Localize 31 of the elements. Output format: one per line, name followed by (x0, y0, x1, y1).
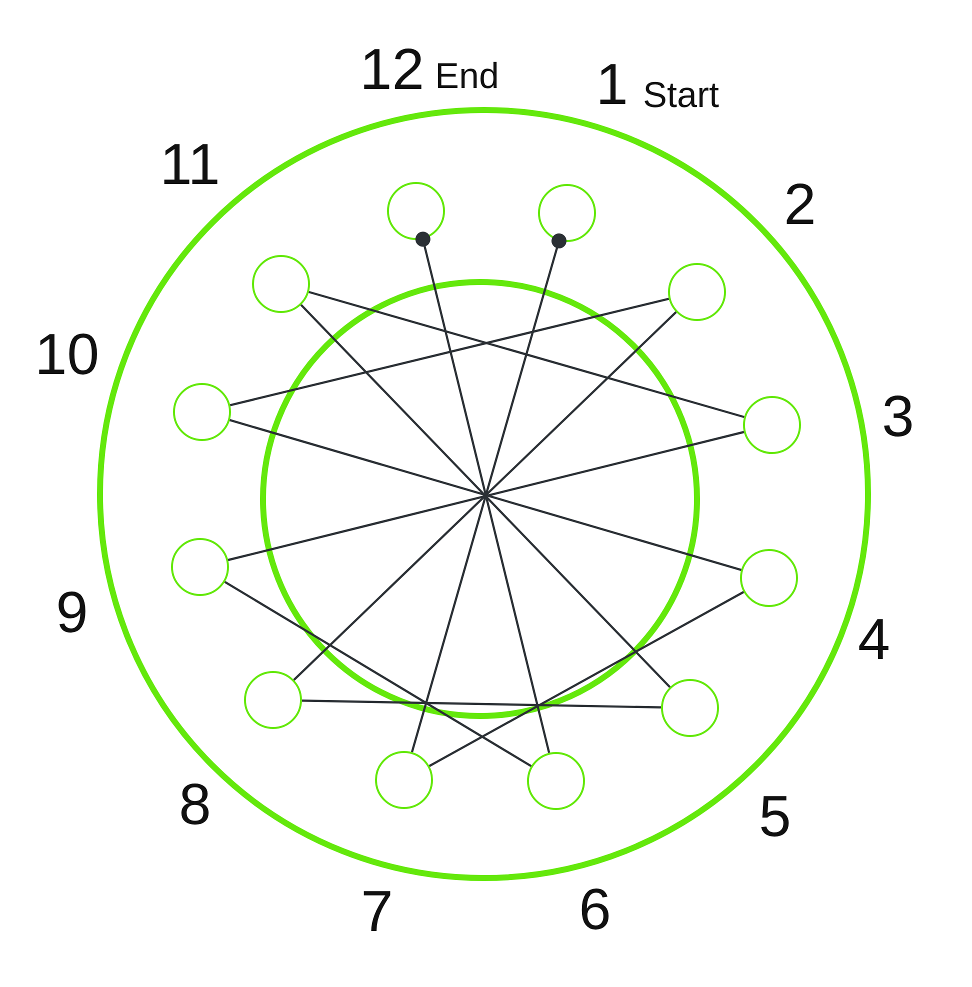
point-circle (740, 549, 798, 607)
connector-line (428, 591, 744, 767)
point-circle (661, 679, 719, 737)
point-circle (173, 383, 231, 441)
point-circle (527, 752, 585, 810)
clock-number: 4 (858, 611, 890, 669)
clock-number: 11 (160, 136, 220, 194)
clock-number: 2 (784, 176, 816, 234)
clock-number: 5 (758, 788, 792, 846)
connector-line (230, 298, 670, 406)
connector-line (302, 700, 662, 708)
point-circle (171, 538, 229, 596)
clock-number: 12 (360, 41, 424, 99)
clock-number: 8 (178, 776, 212, 834)
point-circle (668, 263, 726, 321)
point-circle (244, 671, 302, 729)
clock-number: 6 (578, 881, 612, 939)
end-label: End (434, 58, 500, 94)
connector-line (224, 580, 532, 768)
point-circle (375, 751, 433, 809)
clock-number: 3 (882, 388, 914, 446)
point-circle (387, 182, 445, 240)
start-label: Start (642, 77, 720, 113)
point-circle (538, 184, 596, 242)
clock-number: 1 (596, 56, 628, 114)
clock-number: 9 (56, 584, 88, 642)
connector-line (308, 290, 744, 418)
clock-number: 7 (360, 883, 394, 941)
point-circle (743, 396, 801, 454)
clock-number: 10 (34, 326, 100, 384)
point-circle (252, 255, 310, 313)
